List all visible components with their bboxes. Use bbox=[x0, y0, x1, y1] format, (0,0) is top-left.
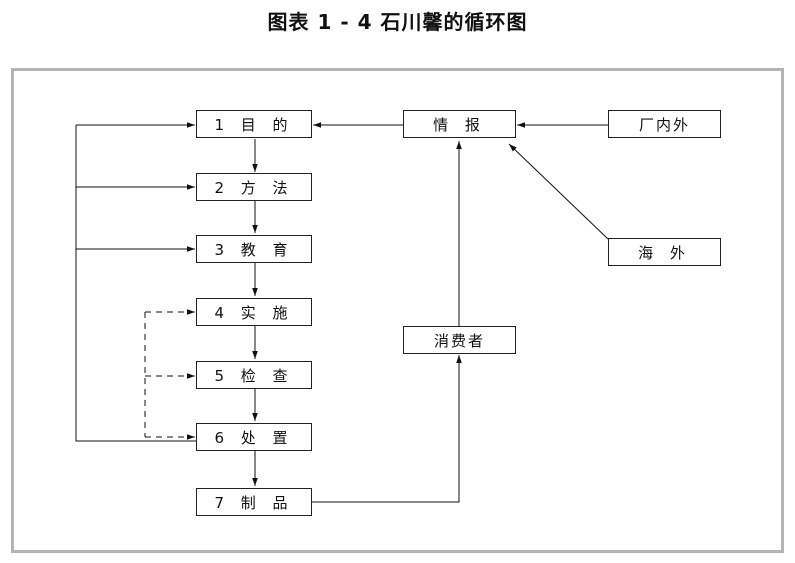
box-consumer: 消费者 bbox=[403, 326, 516, 354]
arrow-product-to-consumer bbox=[312, 355, 462, 503]
arrow-overseas-to-info bbox=[508, 143, 609, 240]
box-method: 2 方 法 bbox=[196, 173, 312, 201]
box-handle: 6 处 置 bbox=[196, 423, 312, 451]
diagram-frame bbox=[11, 68, 784, 553]
feedback-loop-line bbox=[75, 125, 196, 442]
box-education: 3 教 育 bbox=[196, 235, 312, 263]
box-product: 7 制 品 bbox=[196, 488, 312, 516]
box-info: 情 报 bbox=[403, 110, 516, 138]
box-factory: 厂内外 bbox=[608, 110, 721, 138]
box-inspect: 5 检 查 bbox=[196, 361, 312, 389]
box-overseas: 海 外 bbox=[608, 238, 721, 266]
diagram-title: 图表 1 - 4 石川馨的循环图 bbox=[267, 10, 528, 34]
box-purpose: 1 目 的 bbox=[196, 110, 312, 138]
box-implement: 4 实 施 bbox=[196, 298, 312, 326]
